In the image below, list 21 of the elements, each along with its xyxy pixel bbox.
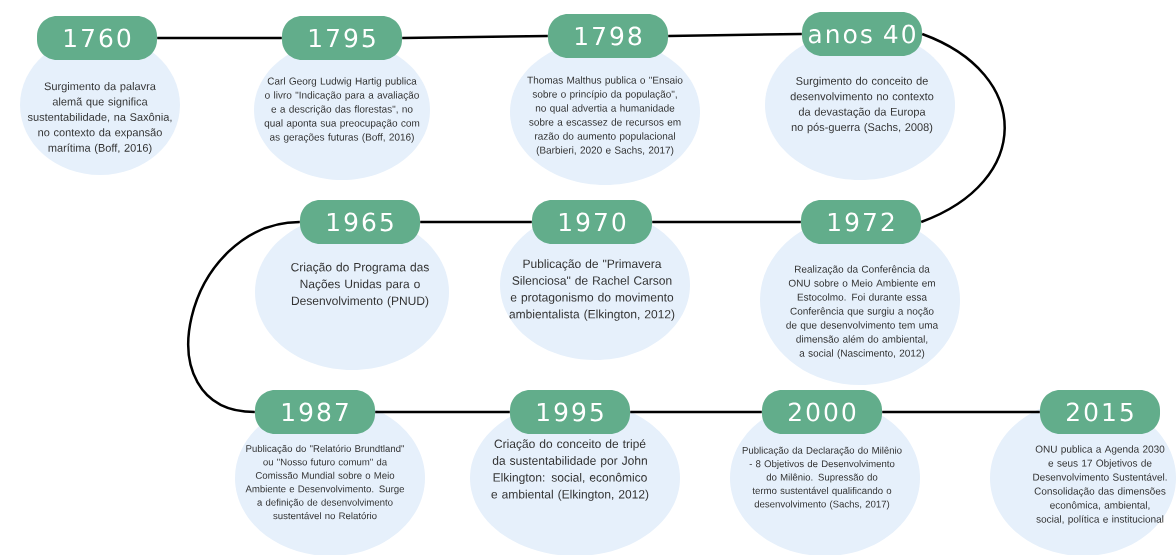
timeline-line bbox=[668, 32, 802, 38]
timeline-event: 1970 Publicação de "Primavera Silenciosa" de Rachel Carson e protagonismo do movimento ambientalista (Elkington, 2012) bbox=[500, 200, 690, 360]
timeline-event: 1972 Realização da Conferência da ONU sobre o Meio Ambiente em Estocolmo. Foi durante essa Conferência que surgiu a noção de que desenvolvimento tem uma dimensão além do ambiental, a social (Nascimento, 2012) bbox=[760, 200, 960, 385]
timeline-event: 1795 Carl Georg Ludwig Hartig publica o livro "Indicação para a avaliação e a descrição das florestas", no qual aponta sua preocupação com as gerações futuras (Boff, 2016) bbox=[254, 16, 430, 180]
timeline-event: 1965 Criação do Programa das Nações Unidas para o Desenvolvimento (PNUD) bbox=[255, 200, 449, 370]
timeline-line bbox=[652, 220, 801, 224]
timeline-line bbox=[157, 36, 282, 40]
timeline-event: anos 40 Surgimento do conceito de desenvolvimento no contexto da devastação da Europa no pós-guerra (Sachs, 2008) bbox=[765, 12, 955, 180]
timeline-event: 2000 Publicação da Declaração do Milênio - 8 Objetivos de Desenvolvimento do Milênio. Supressão do termo sustentável qualificando o desenvolvimento (Sachs, 2017) bbox=[730, 390, 920, 555]
timeline-event: 2015 ONU publica a Agenda 2030 e seus 17 Objetivos de Desenvolvimento Sustentável. Consolidação das dimensões econômica, ambiental, social, política e institucional bbox=[990, 390, 1176, 555]
timeline-event: 1798 Thomas Malthus publica o "Ensaio sobre o princípio da população", no qual advertia a humanidade sobre a escassez de recursos em razão do aumento populacional (Barbieri, 2020 e Sachs, 2017) bbox=[510, 14, 700, 185]
timeline-line bbox=[375, 410, 510, 414]
timeline-line bbox=[402, 34, 548, 40]
timeline-event: 1987 Publicação do "Relatório Brundtland" ou "Nosso futuro comum" da Comissão Mundial sobre o Meio Ambiente e Desenvolvimento. Surge a definição de desenvolvimento sustentável no Relatório bbox=[235, 390, 425, 555]
timeline-event: 1760 Surgimento da palavra alemã que significa sustentabilidade, na Saxônia, no contexto da expansão marítima (Boff, 2016) bbox=[20, 16, 180, 175]
timeline-event: 1995 Criação do conceito de tripé da sustentabilidade por John Elkington: social, econômico e ambiental (Elkington, 2012) bbox=[470, 390, 680, 555]
timeline-line bbox=[420, 220, 532, 224]
timeline-line bbox=[187, 220, 300, 414]
timeline-line bbox=[630, 410, 762, 414]
timeline-line bbox=[920, 32, 1006, 224]
timeline-line bbox=[882, 410, 1040, 414]
